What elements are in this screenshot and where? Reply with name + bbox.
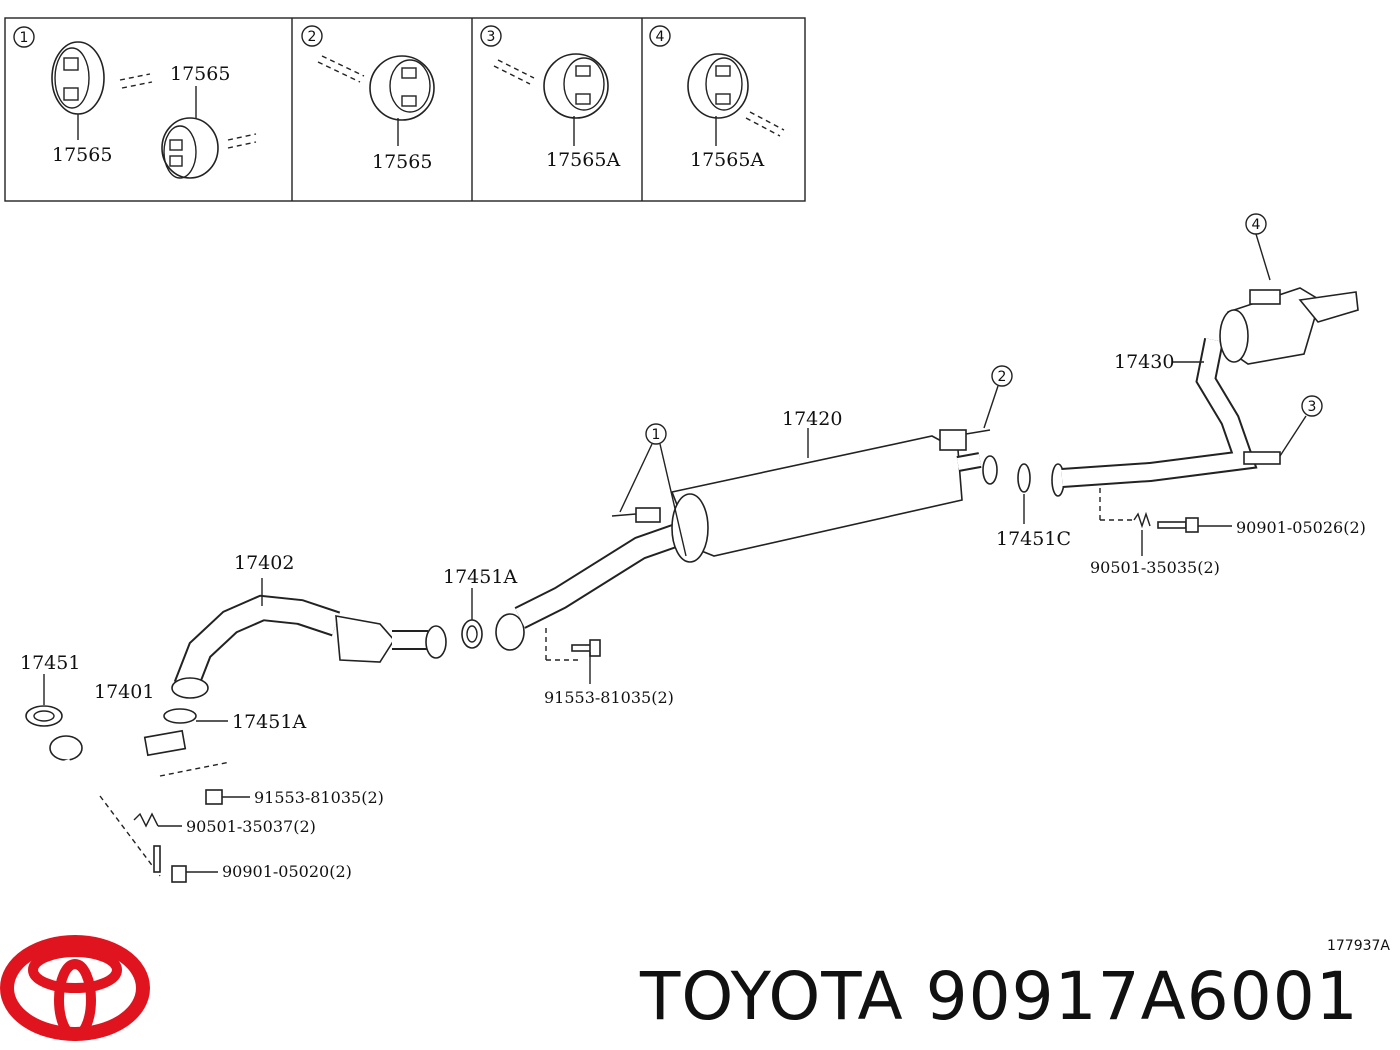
- converter-pipe-17402: [171, 578, 447, 699]
- hanger-rubber-icon: [687, 53, 749, 119]
- panel-index-2: 2: [308, 29, 317, 45]
- hanger-rubber-icon: [543, 53, 609, 119]
- part-label: 17565A: [546, 149, 620, 171]
- panel-index-4: 4: [656, 29, 665, 45]
- part-label-17451a: 17451A: [443, 566, 517, 588]
- drawing-ref: 177937A: [1327, 938, 1390, 954]
- hanger-rubber-icon: [161, 117, 219, 179]
- svg-text:2: 2: [998, 369, 1007, 385]
- part-label-17430: 17430: [1114, 351, 1174, 373]
- gasket-17451c: [1017, 463, 1031, 524]
- gasket-17451: [25, 674, 63, 727]
- center-muffler-17420: [495, 428, 998, 661]
- part-label: 17565: [170, 63, 230, 85]
- inset-panel-2: 2 17565: [301, 25, 435, 173]
- tailpipe-muffler-17430: [1051, 287, 1359, 521]
- svg-text:4: 4: [1252, 217, 1261, 233]
- part-label-90901-05026: 90901-05026(2): [1236, 518, 1366, 537]
- part-label-17420: 17420: [782, 408, 842, 430]
- gasket-17451a-upper: [461, 588, 483, 649]
- toyota-logo: [0, 935, 150, 1041]
- brand-part-number: TOYOTA 90917A6001: [640, 958, 1359, 1035]
- part-label: 17565: [52, 144, 112, 166]
- part-label-90501-35037: 90501-35037(2): [186, 817, 316, 836]
- part-label: 17565: [372, 151, 432, 173]
- part-label-17451: 17451: [20, 652, 80, 674]
- bolt-icon: [153, 845, 218, 883]
- hanger-rubber-icon: [51, 41, 105, 115]
- part-label-17451a-lower: 17451A: [232, 711, 306, 733]
- panel-index-1: 1: [20, 30, 29, 46]
- part-label-91553-81035-lower: 91553-81035(2): [254, 788, 384, 807]
- part-label-90501-35035: 90501-35035(2): [1090, 558, 1220, 577]
- bolt-icon: [1157, 517, 1232, 533]
- bolt-icon: [571, 639, 601, 684]
- svg-text:3: 3: [1308, 399, 1317, 415]
- hanger-rubber-icon: [369, 55, 435, 121]
- part-label-17451c: 17451C: [996, 528, 1071, 550]
- inset-panel-1: 1 17565 17565: [13, 26, 257, 179]
- gasket-17451a-lower: [163, 708, 228, 724]
- inset-panel-frame: [4, 17, 806, 202]
- bolt-icon: [205, 789, 250, 805]
- part-label-90901-05020: 90901-05020(2): [222, 862, 352, 881]
- part-label-17402: 17402: [234, 552, 294, 574]
- callout-1: 1: [619, 423, 687, 557]
- part-label: 17565A: [690, 149, 764, 171]
- inset-panel-4: 4 17565A: [649, 25, 785, 171]
- spring-icon: [1133, 511, 1151, 556]
- svg-text:1: 1: [652, 427, 661, 443]
- panel-index-3: 3: [487, 29, 496, 45]
- part-label-91553-81035: 91553-81035(2): [544, 688, 674, 707]
- front-pipe-17401: [49, 729, 231, 877]
- inset-panel-3: 3 17565A: [480, 25, 620, 171]
- callout-2: 2: [983, 365, 1013, 429]
- callout-4: 4: [1245, 213, 1271, 281]
- part-label-17401: 17401: [94, 681, 154, 703]
- spring-icon: [133, 812, 182, 828]
- callout-3: 3: [1279, 395, 1323, 457]
